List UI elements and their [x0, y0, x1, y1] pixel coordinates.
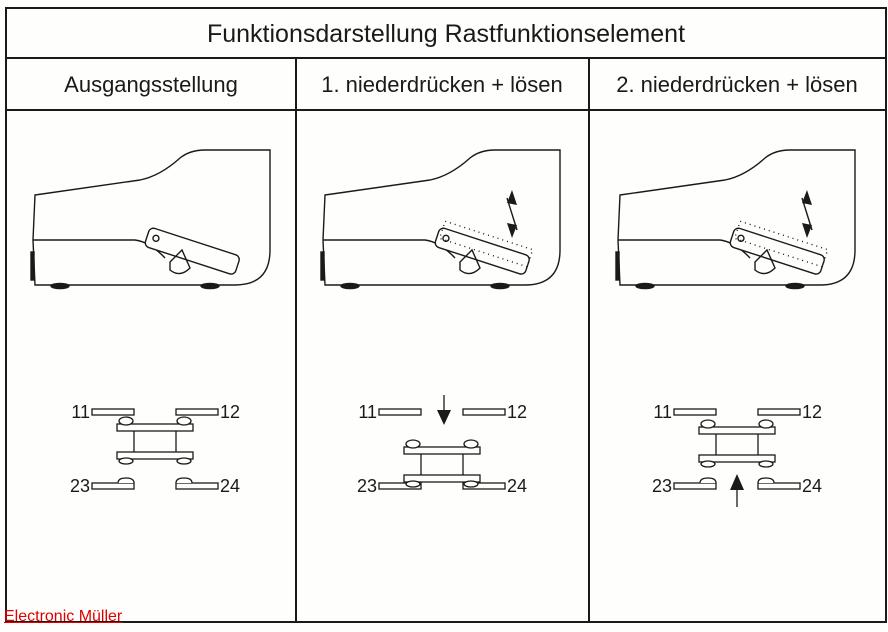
diagram-title: Funktionsdarstellung Rastfunktionselemen…: [207, 20, 685, 48]
terminal-label-12: 12: [507, 402, 527, 422]
foot-pedal-drawing: [30, 149, 271, 290]
contact-bridge: [403, 439, 481, 488]
terminal-label-23: 23: [652, 476, 672, 496]
terminal-label-23: 23: [357, 476, 377, 496]
pedal-plate: [729, 220, 829, 275]
foot-pedal-drawing: [615, 149, 856, 290]
terminal-label-24: 24: [220, 476, 240, 496]
terminal-label-11: 11: [358, 402, 377, 422]
column-header: 1. niederdrücken + lösen: [321, 72, 563, 97]
contact-diagram: 11 12 23 24: [70, 402, 240, 496]
up-down-arrow-icon: [506, 190, 518, 238]
terminal-label-24: 24: [802, 476, 822, 496]
contact-diagram: 11 12 23 24: [357, 395, 527, 496]
terminal-label-24: 24: [507, 476, 527, 496]
contact-diagram: 11 12 23 24: [652, 402, 822, 507]
table-border: [5, 7, 887, 623]
foot-pedal-drawing: [320, 149, 561, 290]
arrow-up-icon: [730, 474, 744, 507]
watermark: Electronic Müller: [4, 608, 123, 625]
contact-bridge: [698, 419, 776, 468]
terminal-label-11: 11: [653, 402, 672, 422]
column-header: 2. niederdrücken + lösen: [616, 72, 858, 97]
terminal-label-23: 23: [70, 476, 90, 496]
terminal-label-11: 11: [71, 402, 90, 422]
pedal-plate: [434, 220, 534, 275]
pedal-plate: [144, 227, 240, 275]
contact-bridge: [116, 416, 194, 465]
arrow-down-icon: [437, 395, 451, 425]
column-header: Ausgangsstellung: [64, 72, 238, 97]
terminal-label-12: 12: [802, 402, 822, 422]
up-down-arrow-icon: [801, 190, 813, 238]
terminal-label-12: 12: [220, 402, 240, 422]
